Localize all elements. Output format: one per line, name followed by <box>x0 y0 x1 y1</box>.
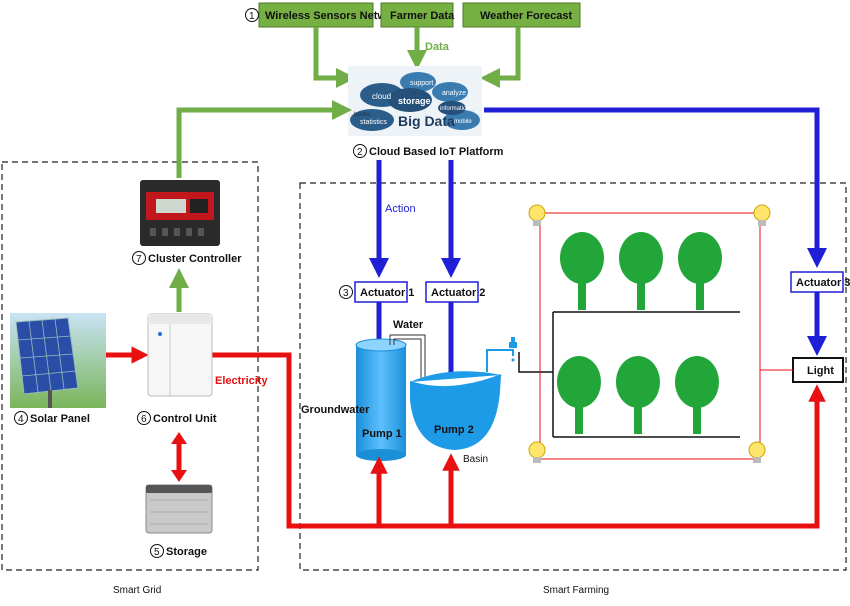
tree-icon-4 <box>557 356 601 434</box>
actuator-3: Actuator 3 <box>790 271 850 293</box>
svg-text:Actuator 1: Actuator 1 <box>360 287 414 299</box>
basin <box>409 371 502 450</box>
electricity-main-line <box>212 352 826 529</box>
tap-icon <box>486 337 517 372</box>
data-label: Data <box>425 41 450 53</box>
svg-text:Actuator 2: Actuator 2 <box>431 287 485 299</box>
water-pipe-inner <box>393 338 422 410</box>
light-box: Light <box>792 357 844 383</box>
svg-text:Control Unit: Control Unit <box>153 413 217 425</box>
big-data-title: Big Data <box>398 113 455 129</box>
svg-text:statistics: statistics <box>360 119 387 126</box>
pump2-label: Pump 2 <box>434 424 474 436</box>
wsn-arrow <box>313 27 356 88</box>
tree-icon-2 <box>619 232 663 310</box>
action-label: Action <box>385 203 416 215</box>
svg-text:cloud: cloud <box>372 92 391 101</box>
svg-text:Weather Forecast: Weather Forecast <box>480 10 572 22</box>
smart-grid-region <box>1 161 259 571</box>
svg-text:Cluster Controller: Cluster Controller <box>148 253 242 265</box>
bulb-icon-4 <box>748 441 766 463</box>
groundwater-label: Groundwater <box>301 404 370 416</box>
tree-icon-6 <box>675 356 719 434</box>
tap-to-field-line <box>518 352 553 373</box>
svg-text:7: 7 <box>136 254 142 265</box>
actuator-1: 3 Actuator 1 <box>339 281 414 303</box>
tree-icon-1 <box>560 232 604 310</box>
water-label: Water <box>393 319 424 331</box>
svg-text:books: books <box>354 112 370 118</box>
pump1-label: Pump 1 <box>362 428 402 440</box>
solar-panel-icon <box>10 313 106 408</box>
control-storage-arrowhead-down <box>171 470 187 482</box>
actuator-2: Actuator 2 <box>425 281 485 303</box>
weather-forecast-box: Weather Forecast <box>462 2 581 28</box>
svg-text:1: 1 <box>249 11 255 22</box>
svg-text:2: 2 <box>357 147 363 158</box>
svg-text:Wireless Sensors Network: Wireless Sensors Network <box>265 10 404 22</box>
control-unit-icon <box>147 313 213 397</box>
svg-text:mobile: mobile <box>454 119 472 125</box>
control-storage-arrowhead-up <box>171 432 187 444</box>
svg-text:storage: storage <box>398 96 431 106</box>
svg-text:analyze: analyze <box>442 90 466 97</box>
svg-text:Solar Panel: Solar Panel <box>30 413 90 425</box>
svg-text:information: information <box>440 106 470 112</box>
platform-label: 2 Cloud Based IoT Platform <box>353 144 504 158</box>
svg-text:4: 4 <box>18 414 24 425</box>
lighting-circuit <box>539 212 761 460</box>
bulb-icon-2 <box>753 204 771 226</box>
control-unit-label: 6 Control Unit <box>137 411 217 425</box>
weather-arrow <box>480 27 521 88</box>
svg-text:Cloud Based IoT Platform: Cloud Based IoT Platform <box>369 146 504 158</box>
svg-text:5: 5 <box>154 547 160 558</box>
bulb-icon-1 <box>528 204 546 226</box>
big-data-cloud: cloud support storage analyze books info… <box>348 66 482 136</box>
groundwater-tank <box>355 338 407 461</box>
smart-farming-label: Smart Farming <box>543 585 609 596</box>
svg-text:Actuator 3: Actuator 3 <box>796 277 850 289</box>
tree-icon-5 <box>616 356 660 434</box>
tree-icon-3 <box>678 232 722 310</box>
svg-text:Storage: Storage <box>166 546 207 558</box>
smart-grid-label: Smart Grid <box>113 585 161 596</box>
svg-text:3: 3 <box>343 288 349 299</box>
smart-farming-region <box>299 182 847 571</box>
storage-label: 5 Storage <box>150 544 207 558</box>
svg-text:support: support <box>410 80 433 87</box>
cluster-controller-label: 7 Cluster Controller <box>132 251 242 265</box>
wsn-number: 1 <box>245 8 259 22</box>
svg-text:6: 6 <box>141 414 147 425</box>
cluster-controller-icon <box>140 180 220 246</box>
electricity-label: Electricity <box>215 375 268 387</box>
cluster-to-cloud-arrow <box>176 100 352 178</box>
water-pipe <box>389 334 426 410</box>
storage-icon <box>145 484 213 534</box>
cloud-to-actuator3-arrow <box>484 107 827 268</box>
farmer-data-box: Farmer Data <box>380 2 455 28</box>
bulb-icon-3 <box>528 441 546 463</box>
svg-text:Light: Light <box>807 365 834 377</box>
svg-text:Farmer Data: Farmer Data <box>390 10 455 22</box>
basin-label: Basin <box>463 454 488 465</box>
solar-panel-label: 4 Solar Panel <box>14 411 90 425</box>
